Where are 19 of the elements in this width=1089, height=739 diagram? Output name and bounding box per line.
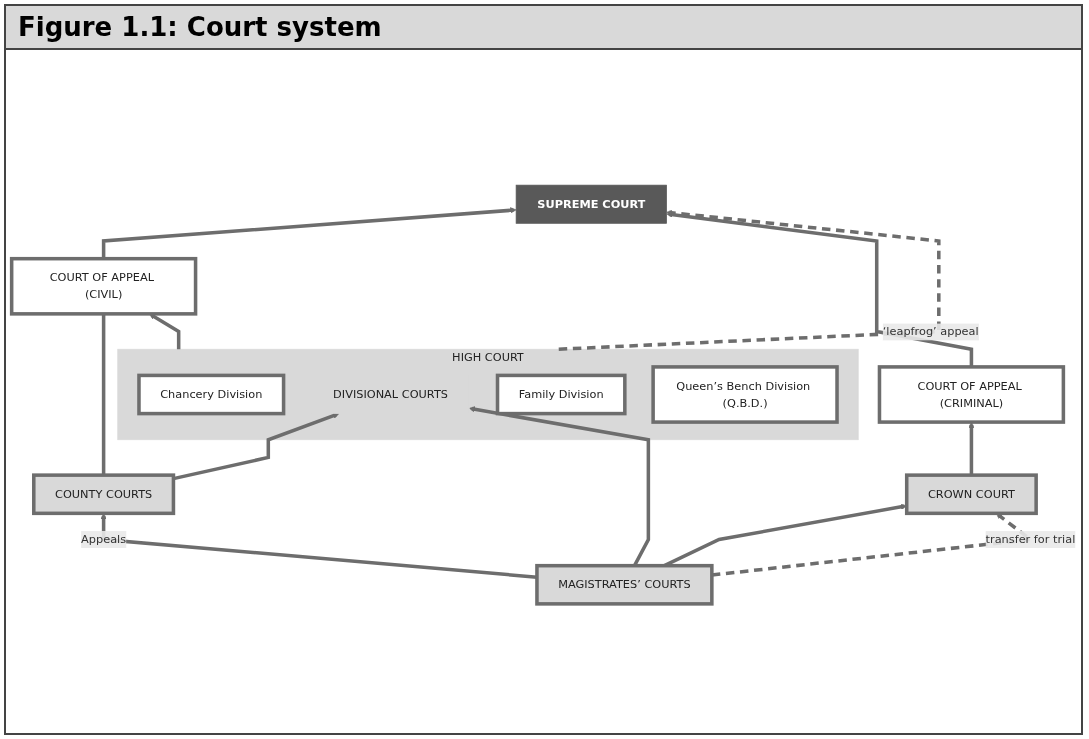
node-box: Family Division <box>495 373 627 416</box>
node-box: COURT OF APPEAL (CRIMINAL) <box>877 365 1066 424</box>
figure-title: Figure 1.1: Court system <box>6 6 1081 50</box>
arrow <box>666 211 974 367</box>
edge-label: transfer for trial <box>985 532 1076 546</box>
arrow <box>149 313 181 350</box>
node-box: CROWN COURT <box>904 473 1038 516</box>
node-box: COUNTY COURTS <box>32 473 176 516</box>
node-box: SUPREME COURT <box>515 184 667 224</box>
edge-label: Appeals <box>81 532 127 546</box>
node-box: Queen’s Bench Division (Q.B.D.) <box>651 365 839 424</box>
arrow <box>101 207 517 259</box>
edge-label: ‘leapfrog’ appeal <box>882 324 979 339</box>
connector <box>101 313 106 476</box>
node-box: COURT OF APPEAL (CIVIL) <box>9 256 198 316</box>
node-box: Chancery Division <box>137 373 286 416</box>
node-box: MAGISTRATES’ COURTS <box>535 563 714 606</box>
node-text: DIVISIONAL COURTS <box>333 387 449 401</box>
arrow <box>558 209 941 351</box>
